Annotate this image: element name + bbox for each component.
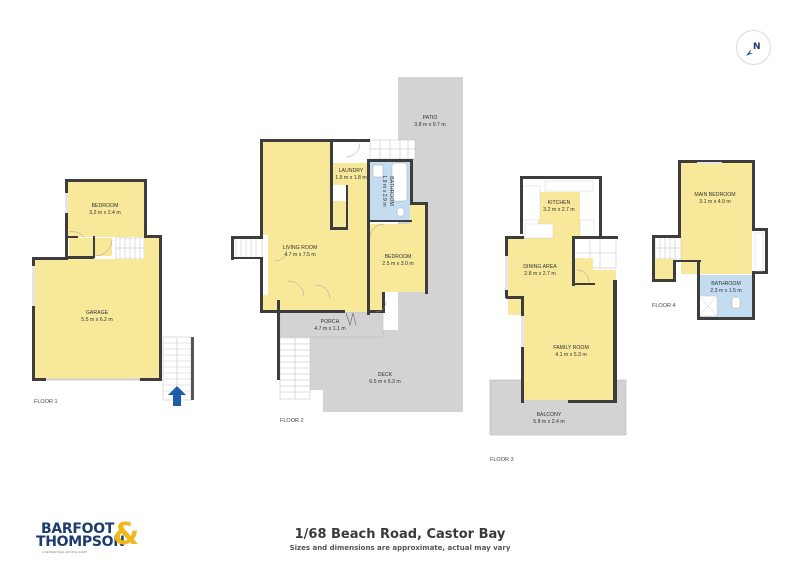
floor-3: KITCHEN 3.2 m x 2.7 m DINING AREA 2.8 m …: [489, 176, 627, 463]
room-bedroom-f2: [370, 224, 426, 292]
brand-logo: BARFOOT THOMPSON & LICENSED REAL ESTATE …: [36, 517, 156, 559]
room-size: 4.7 m x 7.5 m: [284, 252, 315, 258]
floor-2: PATIO 3.8 m x 9.7 m LAUNDRY 1.5 m x 1.8 …: [231, 77, 463, 424]
room-size: 2.3 m x 1.5 m: [710, 288, 741, 294]
property-address: 1/68 Beach Road, Castor Bay: [294, 527, 506, 542]
room-porch: [279, 311, 384, 338]
room-label: DECK: [378, 372, 393, 378]
room-size: 3.1 m x 4.9 m: [699, 199, 730, 205]
room-label: FAMILY ROOM: [553, 345, 589, 351]
stairs-f2-left: [231, 237, 263, 259]
logo-ampersand: &: [113, 517, 140, 552]
room-size: 5.8 m x 2.4 m: [533, 419, 564, 425]
room-label: BATHROOM: [711, 281, 741, 287]
room-size: 4.7 m x 1.1 m: [314, 326, 345, 332]
room-size: 3.2 m x 2.7 m: [543, 207, 574, 213]
logo-line2: THOMPSON: [36, 534, 125, 550]
floor-4: MAIN BEDROOM 3.1 m x 4.9 m BATHROOM 2.3 …: [652, 160, 768, 320]
room-size: 2.8 m x 2.7 m: [524, 271, 555, 277]
room-size: 2.5 m x 3.0 m: [382, 261, 413, 267]
room-label: DINING AREA: [523, 264, 557, 270]
room-label: KITCHEN: [548, 200, 571, 206]
floor-label: FLOOR 3: [490, 457, 514, 463]
room-deck: [310, 330, 463, 412]
room-main-bedroom: [681, 163, 752, 274]
room-bedroom-f1: [67, 181, 144, 237]
entry-arrow-icon: [168, 386, 186, 406]
disclaimer: Sizes and dimensions are approximate, ac…: [289, 544, 511, 552]
compass-label: N: [753, 42, 761, 52]
logo-line1: BARFOOT: [41, 521, 115, 537]
floor-label: FLOOR 2: [280, 418, 304, 424]
floor-label: FLOOR 4: [652, 303, 676, 309]
compass: N: [736, 30, 771, 65]
floor-label: FLOOR 1: [34, 399, 58, 405]
room-label: LIVING ROOM: [283, 245, 318, 251]
room-size: 1.9 m x 2.9 m: [381, 175, 387, 206]
room-size: 5.5 m x 6.2 m: [81, 317, 112, 323]
stairs-f2-deck: [279, 337, 311, 400]
room-label: PATIO: [423, 115, 438, 121]
room-label: BATHROOM: [388, 176, 394, 206]
room-size: 6.5 m x 6.3 m: [369, 379, 400, 385]
room-label: LAUNDRY: [339, 168, 364, 174]
room-size: 1.5 m x 1.8 m: [335, 175, 366, 181]
room-label: MAIN BEDROOM: [694, 192, 735, 198]
room-label: GARAGE: [86, 310, 109, 316]
room-label: BALCONY: [537, 412, 562, 418]
floor-1: BEDROOM 3.2 m x 2.4 m GARAGE 5.5 m x 6.2…: [32, 179, 194, 406]
logo-tagline: LICENSED REAL ESTATE AGENT: [42, 551, 88, 554]
room-laundry: [333, 163, 368, 185]
room-label: PORCH: [321, 319, 340, 325]
room-size: 3.2 m x 2.4 m: [89, 210, 120, 216]
north-arrow-icon: N: [746, 42, 761, 56]
room-size: 4.1 m x 5.3 m: [555, 352, 586, 358]
room-garage: [34, 259, 160, 379]
room-size: 3.8 m x 9.7 m: [414, 122, 445, 128]
room-label: BEDROOM: [385, 254, 412, 260]
room-label: BEDROOM: [92, 203, 119, 209]
